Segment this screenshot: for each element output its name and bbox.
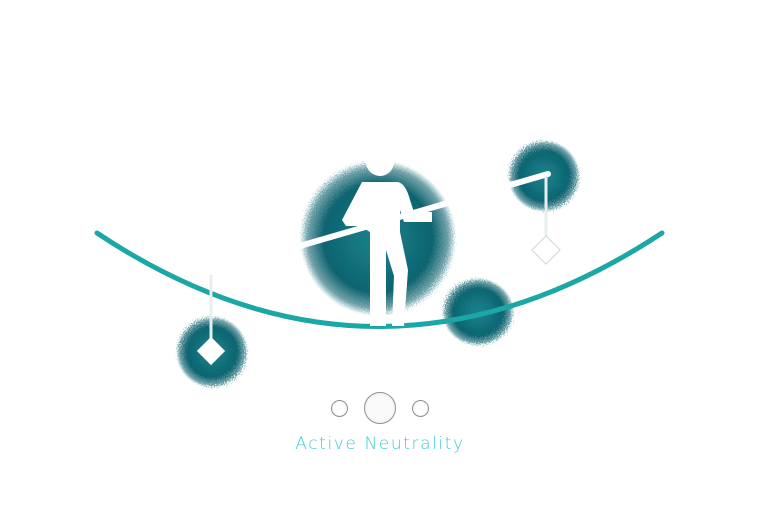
tightrope: [94, 230, 665, 329]
slide-caption: Active Neutrality: [295, 434, 465, 454]
pagination-dot-2-active[interactable]: [364, 392, 396, 424]
pagination-dot-1[interactable]: [331, 399, 348, 417]
walker-figure-icon: [342, 148, 432, 326]
slide-pagination: [0, 390, 760, 426]
pagination-dot-3[interactable]: [412, 399, 429, 417]
right-weight-icon: [531, 235, 561, 265]
blob-bottom-right: [442, 278, 514, 346]
balancing-pole: [207, 171, 551, 340]
